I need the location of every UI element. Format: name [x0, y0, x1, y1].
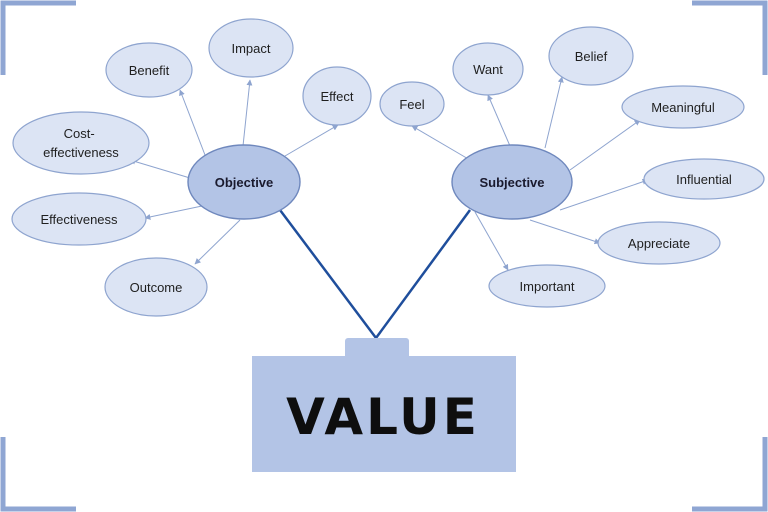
node-want: Want [452, 42, 524, 96]
connector-important [474, 211, 509, 271]
node-appreciate: Appreciate [597, 221, 721, 265]
connector-influential [559, 178, 649, 211]
node-meaningful: Meaningful [621, 85, 745, 129]
connector-impact [242, 79, 253, 147]
node-outcome-label: Outcome [130, 280, 183, 295]
connector-appreciate [529, 219, 601, 245]
node-effect: Effect [302, 66, 372, 126]
corner-bracket-top-left [0, 0, 76, 75]
node-benefit: Benefit [105, 42, 193, 98]
hub-objective: Objective [187, 144, 301, 220]
node-want-label: Want [473, 62, 503, 77]
value-label: VALUE [286, 388, 480, 446]
connector-meaningful [569, 119, 641, 171]
node-impact-label: Impact [231, 41, 270, 56]
node-impact: Impact [208, 18, 294, 78]
node-important: Important [488, 264, 606, 308]
connector-cost-effectiveness [129, 158, 191, 179]
corner-bracket-bottom-left [0, 437, 76, 512]
node-effectiveness: Effectiveness [11, 192, 147, 246]
hub-subjective: Subjective [451, 144, 573, 220]
connector-outcome [194, 219, 241, 265]
hub-objective-label: Objective [215, 175, 274, 190]
node-feel-label: Feel [399, 97, 424, 112]
node-meaningful-label: Meaningful [651, 100, 715, 115]
node-belief: Belief [548, 26, 634, 86]
connector-effect [284, 124, 339, 157]
node-outcome: Outcome [104, 257, 208, 317]
node-benefit-label: Benefit [129, 63, 170, 78]
connector-feel [411, 125, 471, 161]
connector-want [487, 94, 511, 147]
connector-belief [544, 76, 564, 149]
corner-bracket-top-right [692, 0, 768, 75]
trunk-line-subjective [374, 209, 472, 339]
node-important-label: Important [520, 279, 575, 294]
node-effectiveness-label: Effectiveness [40, 212, 118, 227]
value-box-tab [345, 338, 409, 360]
node-belief-label: Belief [575, 49, 608, 64]
trunk-line-objective [279, 209, 377, 339]
node-cost-effectiveness-label: Cost- effectiveness [43, 126, 119, 160]
hub-subjective-label: Subjective [479, 175, 544, 190]
node-cost-effectiveness: Cost- effectiveness [12, 111, 150, 175]
node-effect-label: Effect [320, 89, 353, 104]
node-influential: Influential [643, 158, 765, 200]
value-box: VALUE [252, 338, 516, 472]
node-appreciate-label: Appreciate [628, 236, 690, 251]
corner-bracket-bottom-right [692, 437, 768, 512]
node-influential-label: Influential [676, 172, 732, 187]
connector-effectiveness [144, 205, 203, 220]
value-box-body [252, 356, 516, 472]
connector-benefit [179, 89, 206, 156]
node-feel: Feel [379, 81, 445, 127]
